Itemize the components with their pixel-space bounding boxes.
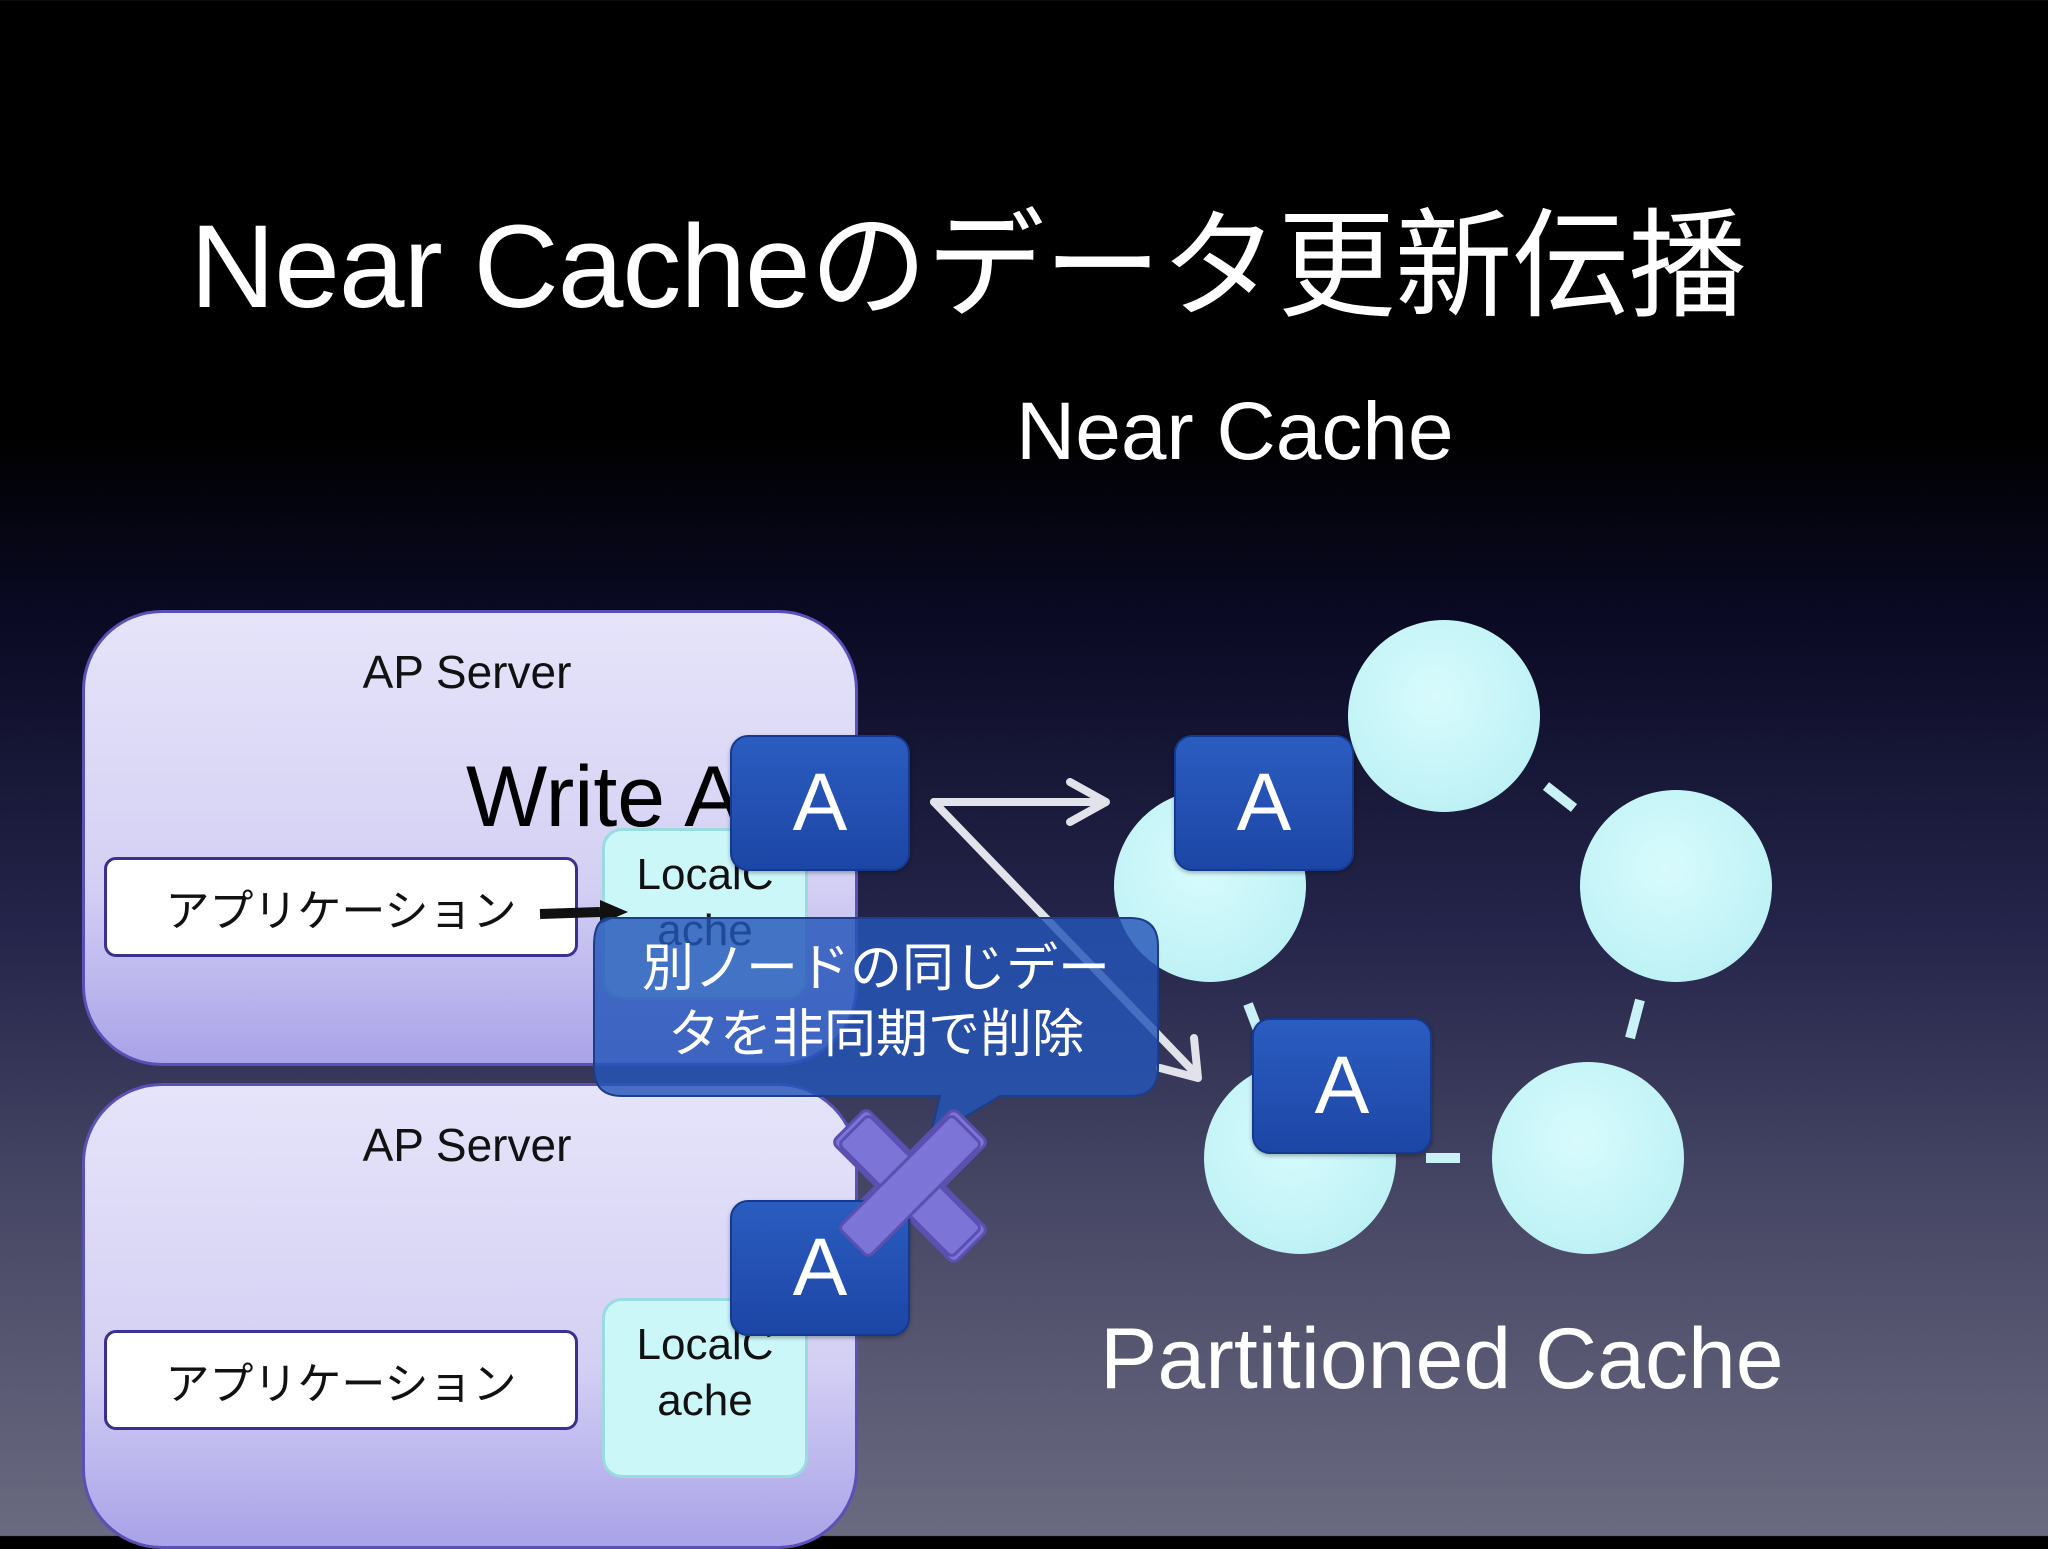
application-box-1: アプリケーション [104,857,578,957]
cache-node-top [1348,620,1540,812]
callout-text: 別ノードの同じデー タを非同期で削除 [594,936,1158,1068]
callout-line-2: タを非同期で削除 [667,1005,1084,1065]
ring-connector-right-bottom [1625,998,1645,1040]
callout-line-1: 別ノードの同じデー [641,939,1110,999]
item-a-primary: A [1174,735,1354,871]
near-cache-heading: Near Cache [1016,386,1454,477]
item-a-backup: A [1252,1018,1432,1154]
item-a-written: A [730,735,910,871]
item-a-server2: A [730,1200,910,1336]
cache-node-right [1580,790,1772,982]
arrow-to-backup-head [1156,1034,1202,1082]
write-a-label: Write A [466,749,742,845]
ring-connector-top-right [1542,782,1578,812]
cache-node-bottom-right [1492,1062,1684,1254]
application-box-2: アプリケーション [104,1330,578,1430]
slide-title: Near Cacheのデータ更新伝播 [190,201,1747,333]
partitioned-cache-label: Partitioned Cache [1100,1311,1784,1407]
ap-server-2-label: AP Server [362,1119,572,1171]
ap-server-1-label: AP Server [362,646,572,698]
arrow-to-primary-head [1066,778,1110,826]
